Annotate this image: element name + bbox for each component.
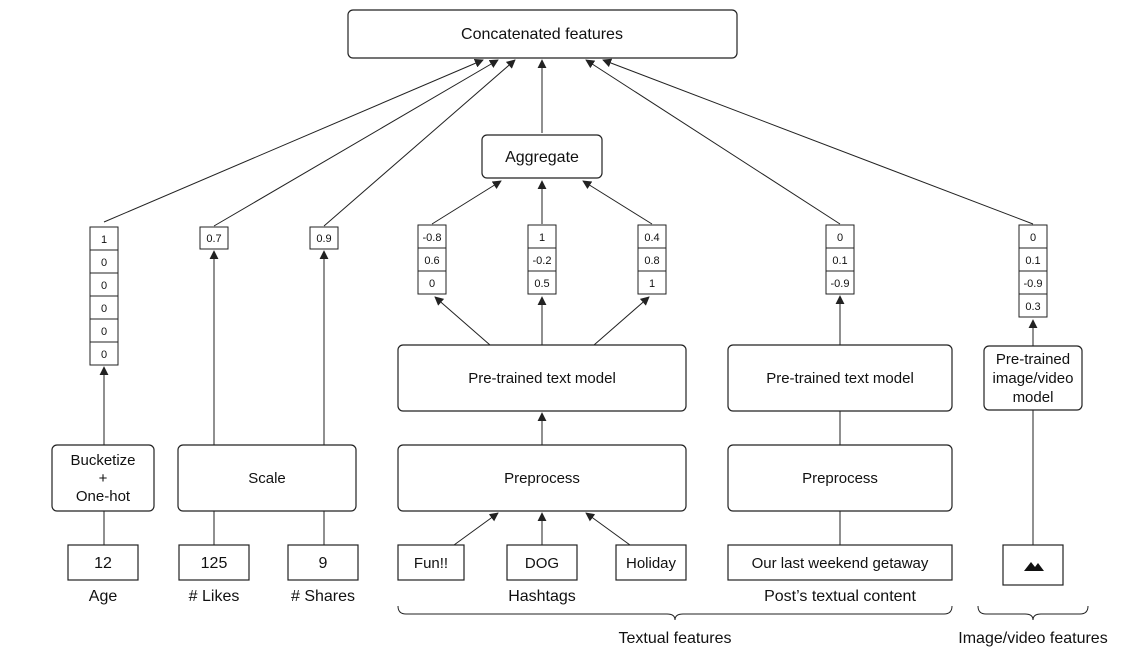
vector-cell bbox=[1018, 293, 1048, 318]
vector-value: 0.7 bbox=[206, 233, 221, 245]
vector-value: -0.9 bbox=[1024, 278, 1043, 290]
vector-hashtag-3: 0.4 0.8 1 bbox=[637, 224, 667, 295]
likes-input-box bbox=[178, 544, 250, 581]
aggregate-label: Aggregate bbox=[505, 149, 579, 166]
post-caption: Post’s textual content bbox=[764, 588, 916, 605]
vector-cell bbox=[309, 226, 339, 250]
vector-value: 0 bbox=[101, 257, 107, 269]
vector-value: 0 bbox=[101, 349, 107, 361]
vector-cell bbox=[89, 341, 119, 366]
vector-cell bbox=[199, 226, 229, 250]
hashtag-input-value: Holiday bbox=[626, 555, 677, 572]
vector-value: 0 bbox=[101, 326, 107, 338]
hashtag-input-value: Fun!! bbox=[414, 555, 448, 572]
edge-likes-to-concat bbox=[213, 59, 499, 227]
vector-value: 0.4 bbox=[644, 232, 659, 244]
likes-caption: # Likes bbox=[189, 588, 240, 605]
vector-value: -0.9 bbox=[831, 278, 850, 290]
vector-hashtag-1: -0.8 0.6 0 bbox=[417, 224, 447, 295]
preprocess-hashtags-label: Preprocess bbox=[504, 470, 580, 487]
edge-h3-to-aggregate bbox=[582, 180, 653, 225]
vector-likes: 0.7 bbox=[199, 226, 229, 250]
post-input-value: Our last weekend getaway bbox=[752, 555, 929, 572]
bucketize-label-2: + bbox=[99, 470, 108, 487]
image-features-label: Image/video features bbox=[958, 630, 1107, 647]
vector-value: 0.1 bbox=[832, 255, 847, 267]
vector-value: 1 bbox=[649, 278, 655, 290]
preprocess-hashtags-box bbox=[397, 444, 687, 512]
shares-input-box bbox=[287, 544, 359, 581]
vector-value: 0 bbox=[101, 303, 107, 315]
concatenated-features-box bbox=[347, 9, 738, 59]
edge-fun-to-preprocess bbox=[453, 512, 499, 546]
post-input-box bbox=[727, 544, 953, 581]
vector-value: 0.9 bbox=[316, 233, 331, 245]
vector-value: 0.1 bbox=[1025, 255, 1040, 267]
edge-age-to-concat bbox=[103, 59, 484, 223]
vector-value: 1 bbox=[101, 234, 107, 246]
edge-image-to-concat bbox=[602, 58, 1034, 225]
vector-value: 0.3 bbox=[1025, 301, 1040, 313]
concatenated-features-label: Concatenated features bbox=[461, 26, 623, 43]
hashtag-input-value: DOG bbox=[525, 555, 559, 572]
vector-shares: 0.9 bbox=[309, 226, 339, 250]
likes-input-value: 125 bbox=[201, 555, 228, 572]
bucketize-box bbox=[51, 444, 155, 512]
image-mountain-icon bbox=[1024, 562, 1044, 571]
vector-value: 0 bbox=[429, 278, 435, 290]
hashtag-input-box bbox=[397, 544, 465, 581]
hashtag-input-box bbox=[506, 544, 578, 581]
vector-age: 1 0 0 0 0 0 bbox=[89, 226, 119, 366]
vector-value: 0 bbox=[101, 280, 107, 292]
hashtags-caption: Hashtags bbox=[508, 588, 576, 605]
image-model-label-3: model bbox=[1013, 389, 1054, 406]
vector-post: 0 0.1 -0.9 bbox=[825, 224, 855, 295]
edge-textmodel-to-h1 bbox=[434, 296, 491, 346]
edge-holiday-to-preprocess bbox=[585, 512, 631, 546]
vector-image: 0 0.1 -0.9 0.3 bbox=[1018, 224, 1048, 318]
vector-value: 0.8 bbox=[644, 255, 659, 267]
aggregate-box bbox=[481, 134, 603, 179]
vector-cell bbox=[637, 270, 667, 295]
vector-value: -0.8 bbox=[423, 232, 442, 244]
vector-cell bbox=[417, 270, 447, 295]
edge-shares-to-concat bbox=[323, 59, 516, 227]
age-input-value: 12 bbox=[94, 555, 112, 572]
vector-value: 0.5 bbox=[534, 278, 549, 290]
vector-cell bbox=[825, 270, 855, 295]
hashtag-input-box bbox=[615, 544, 687, 581]
age-input-box bbox=[67, 544, 139, 581]
shares-caption: # Shares bbox=[291, 588, 355, 605]
edge-textmodel-to-h3 bbox=[593, 296, 650, 346]
vector-value: 0 bbox=[1030, 232, 1036, 244]
vector-hashtag-2: 1 -0.2 0.5 bbox=[527, 224, 557, 295]
vector-value: 1 bbox=[539, 232, 545, 244]
shares-input-value: 9 bbox=[319, 555, 328, 572]
vector-value: -0.2 bbox=[533, 255, 552, 267]
vector-value: 0 bbox=[837, 232, 843, 244]
textual-features-label: Textual features bbox=[619, 630, 732, 647]
bucketize-label-3: One-hot bbox=[76, 488, 131, 505]
text-model-hashtags-box bbox=[397, 344, 687, 412]
bucketize-label-1: Bucketize bbox=[70, 452, 135, 469]
image-model-label-1: Pre-trained bbox=[996, 351, 1070, 368]
age-caption: Age bbox=[89, 588, 118, 605]
edge-h1-to-aggregate bbox=[431, 180, 502, 225]
textual-features-brace bbox=[397, 605, 953, 621]
image-model-label-2: image/video bbox=[993, 370, 1074, 387]
scale-box bbox=[177, 444, 357, 512]
image-features-brace bbox=[977, 605, 1089, 621]
edge-post-to-concat bbox=[585, 59, 841, 225]
scale-label: Scale bbox=[248, 470, 286, 487]
vector-cell bbox=[527, 270, 557, 295]
text-model-hashtags-label: Pre-trained text model bbox=[468, 370, 616, 387]
vector-value: 0.6 bbox=[424, 255, 439, 267]
preprocess-post-label: Preprocess bbox=[802, 470, 878, 487]
text-model-post-label: Pre-trained text model bbox=[766, 370, 914, 387]
